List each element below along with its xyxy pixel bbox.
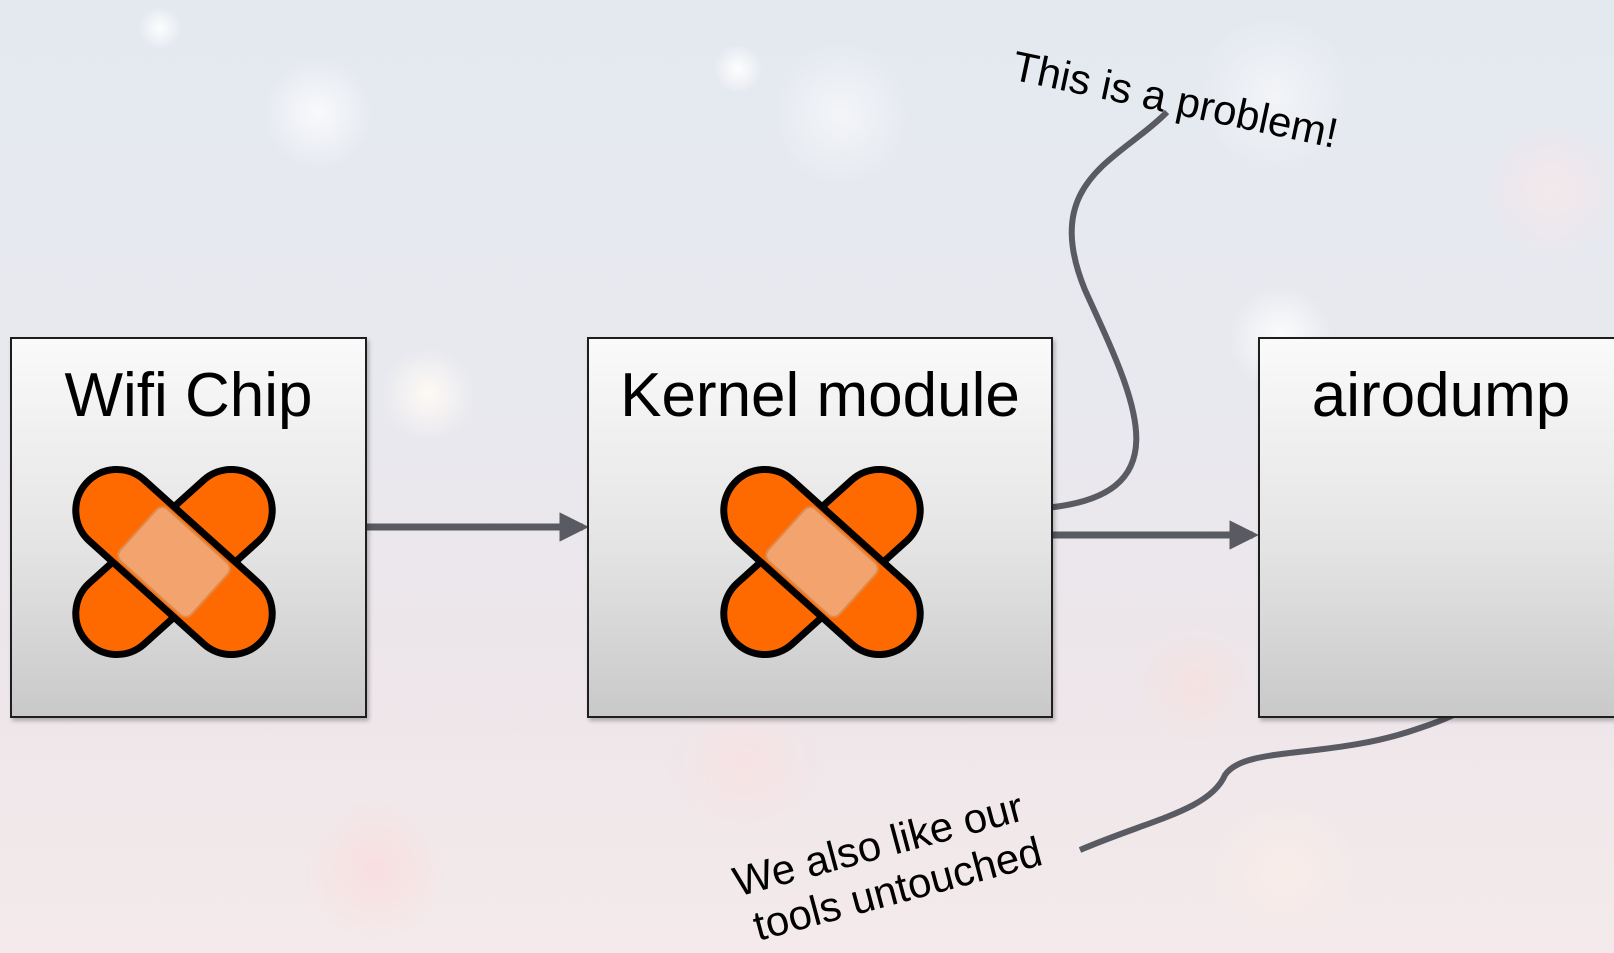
node-label: Wifi Chip <box>64 361 313 430</box>
node-wifi-chip: Wifi Chip <box>10 337 367 718</box>
problem-callout-arrow <box>929 109 1170 531</box>
node-airodump: airodump <box>1258 337 1614 718</box>
bandage-patch-icon <box>72 465 276 659</box>
node-kernel-module: Kernel module <box>587 337 1053 718</box>
node-label: Kernel module <box>620 361 1020 430</box>
node-label: airodump <box>1311 361 1571 430</box>
bandage-patch-icon <box>720 465 924 659</box>
